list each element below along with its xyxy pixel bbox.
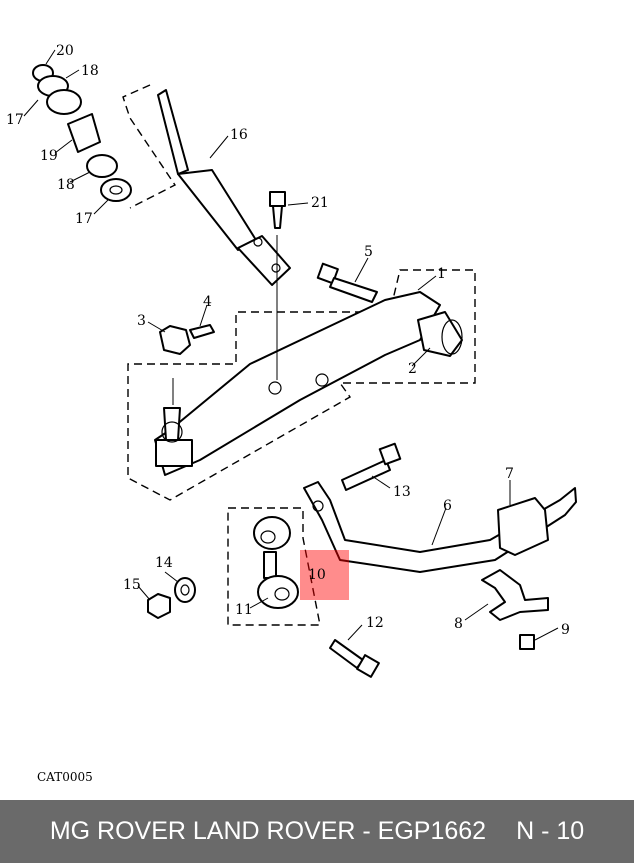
lower-arm [127, 269, 476, 501]
callout-2: 2 [408, 361, 417, 377]
footer-page: N - 10 [516, 817, 585, 845]
callout-6: 6 [443, 498, 452, 514]
callout-3: 3 [137, 313, 146, 329]
washer-14 [174, 577, 196, 603]
callout-21: 21 [311, 195, 329, 211]
tie-bar [122, 84, 291, 286]
clamp [481, 569, 549, 621]
footer-bar: MG ROVER LAND ROVER - EGP1662 N - 10 [0, 800, 634, 863]
split-pin [189, 324, 215, 339]
callout-9: 9 [561, 622, 570, 638]
callout-14: 14 [155, 555, 173, 571]
bolt-13 [341, 442, 402, 491]
callout-12: 12 [366, 615, 384, 631]
callout-20: 20 [56, 43, 74, 59]
callout-11: 11 [235, 602, 253, 618]
bolt-9 [519, 634, 535, 650]
bolt-5 [316, 262, 378, 303]
drop-link [227, 507, 321, 626]
callout-19: 19 [40, 148, 58, 164]
parts-diagram: 20 18 17 19 18 17 16 21 5 1 2 3 4 13 6 7… [6, 43, 577, 678]
bar-bush [497, 497, 549, 556]
callout-8: 8 [454, 616, 463, 632]
callout-17: 17 [6, 112, 24, 128]
callout-4: 4 [203, 294, 212, 310]
callout-18: 18 [81, 63, 99, 79]
bolt-12 [329, 639, 380, 678]
callout-17: 17 [75, 211, 93, 227]
castle-nut [159, 325, 191, 355]
callout-labels: 20 18 17 19 18 17 16 21 5 1 2 3 4 13 6 7… [6, 43, 570, 638]
callout-1: 1 [437, 266, 446, 282]
callout-16: 16 [230, 127, 248, 143]
highlight-box [300, 550, 349, 600]
callout-5: 5 [364, 244, 373, 260]
callout-15: 15 [123, 577, 141, 593]
bolt-21 [269, 191, 286, 229]
nut-15 [147, 593, 171, 619]
bush-stack [32, 64, 132, 202]
callout-7: 7 [505, 466, 514, 482]
callout-13: 13 [393, 484, 411, 500]
footer-title: MG ROVER LAND ROVER - EGP1662 [49, 817, 487, 845]
callout-18: 18 [57, 177, 75, 193]
diagram-code: CAT0005 [37, 770, 93, 784]
leader-lines [23, 49, 559, 641]
callout-10: 10 [308, 567, 326, 583]
